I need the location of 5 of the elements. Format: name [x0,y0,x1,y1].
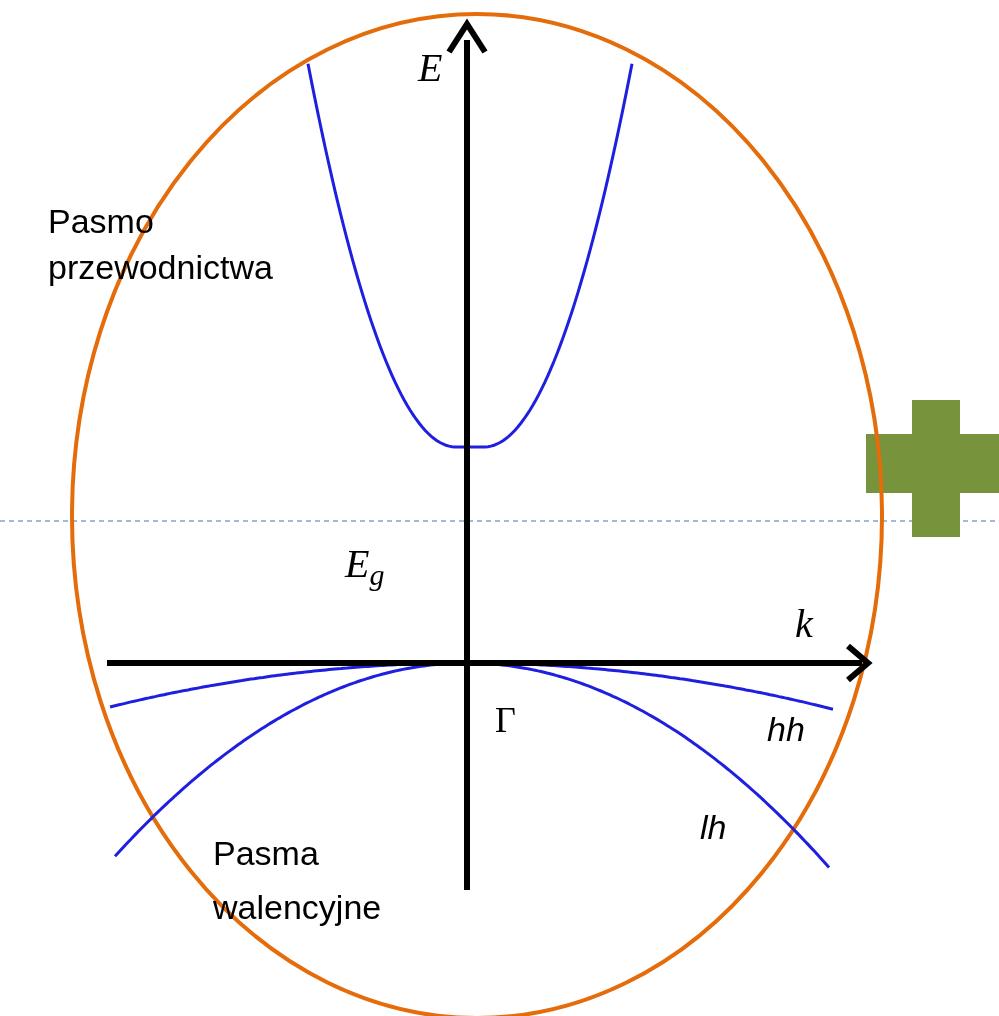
axis-label: E [418,44,444,92]
curve-label: lh [700,807,728,848]
axis-label: k [795,600,815,648]
curve-label: hh [767,709,806,750]
point-label: Γ [495,699,517,742]
